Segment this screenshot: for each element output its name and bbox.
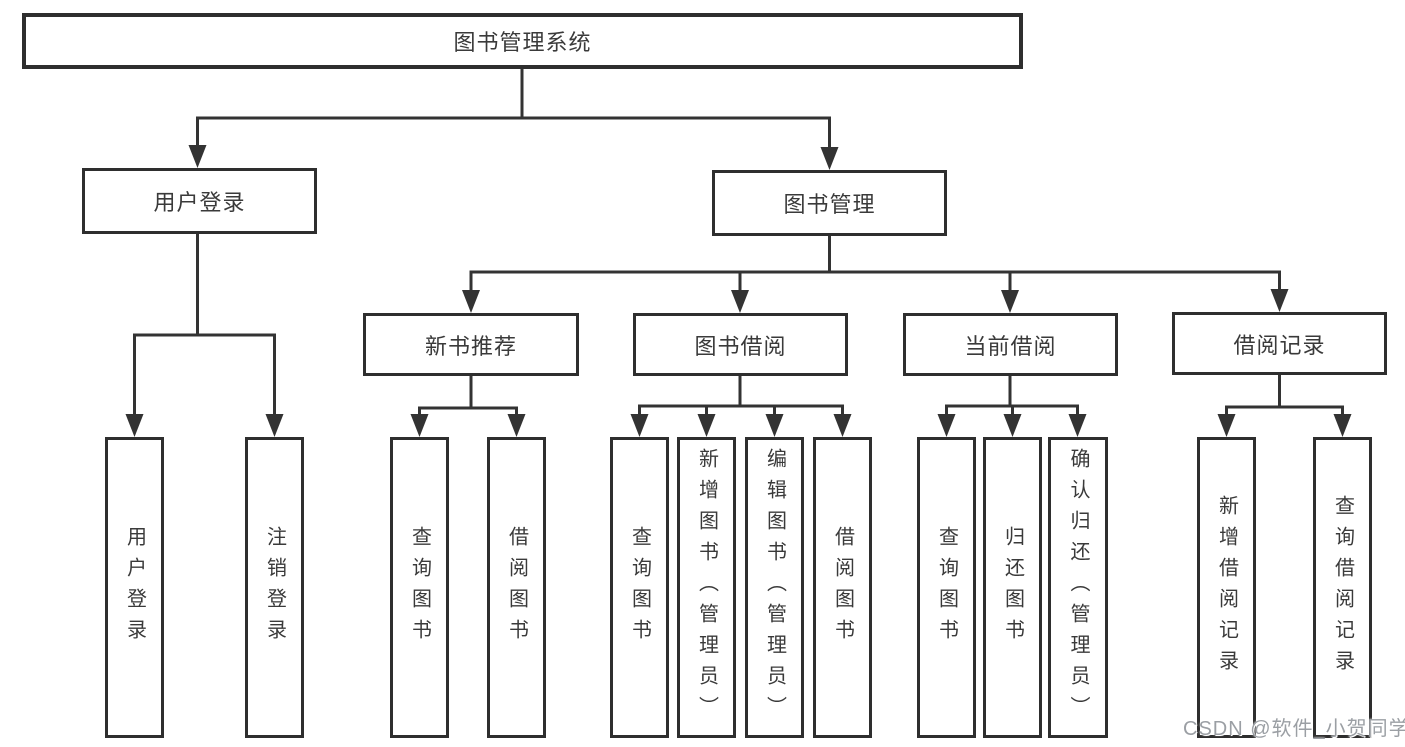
leaf-add-borrow-record: 新增借阅记录 [1197, 437, 1256, 738]
leaf-confirm-return-admin-label: 确认归还（管理员） [1067, 448, 1089, 727]
node-book-management: 图书管理 [712, 170, 947, 236]
leaf-return-books: 归还图书 [983, 437, 1042, 738]
leaf-query-books-borrow: 查询图书 [610, 437, 669, 738]
leaf-add-borrow-record-label: 新增借阅记录 [1215, 494, 1238, 681]
leaf-query-books-borrow-label: 查询图书 [628, 525, 651, 650]
csdn-watermark: CSDN @软件_小贺同学 [1183, 718, 1405, 740]
leaf-query-books-recommend: 查询图书 [390, 437, 449, 738]
node-user-login: 用户登录 [82, 168, 317, 234]
leaf-logout: 注销登录 [245, 437, 304, 738]
leaf-borrow-books: 借阅图书 [813, 437, 872, 738]
leaf-user-login-label: 用户登录 [123, 525, 146, 650]
leaf-return-books-label: 归还图书 [1001, 525, 1024, 650]
leaf-query-borrow-record: 查询借阅记录 [1313, 437, 1372, 738]
node-current-borrow: 当前借阅 [903, 313, 1118, 376]
leaf-add-books-admin-label: 新增图书（管理员） [695, 448, 718, 727]
leaf-edit-books-admin-label: 编辑图书（管理员） [763, 448, 786, 727]
node-book-borrow: 图书借阅 [633, 313, 848, 376]
leaf-edit-books-admin: 编辑图书（管理员） [745, 437, 804, 738]
leaf-user-login: 用户登录 [105, 437, 164, 738]
leaf-add-books-admin: 新增图书（管理员） [677, 437, 736, 738]
node-root: 图书管理系统 [22, 13, 1023, 69]
node-new-book-recommend: 新书推荐 [363, 313, 579, 376]
leaf-borrow-books-recommend: 借阅图书 [487, 437, 546, 738]
leaf-borrow-books-recommend-label: 借阅图书 [505, 525, 528, 650]
leaf-query-borrow-record-label: 查询借阅记录 [1331, 494, 1354, 681]
leaf-query-books-current-label: 查询图书 [935, 525, 958, 650]
leaf-borrow-books-label: 借阅图书 [831, 525, 854, 650]
leaf-query-books-recommend-label: 查询图书 [408, 525, 431, 650]
leaf-logout-label: 注销登录 [263, 525, 286, 650]
leaf-query-books-current: 查询图书 [917, 437, 976, 738]
node-borrow-record: 借阅记录 [1172, 312, 1387, 375]
leaf-confirm-return-admin: 确认归还（管理员） [1048, 437, 1108, 738]
